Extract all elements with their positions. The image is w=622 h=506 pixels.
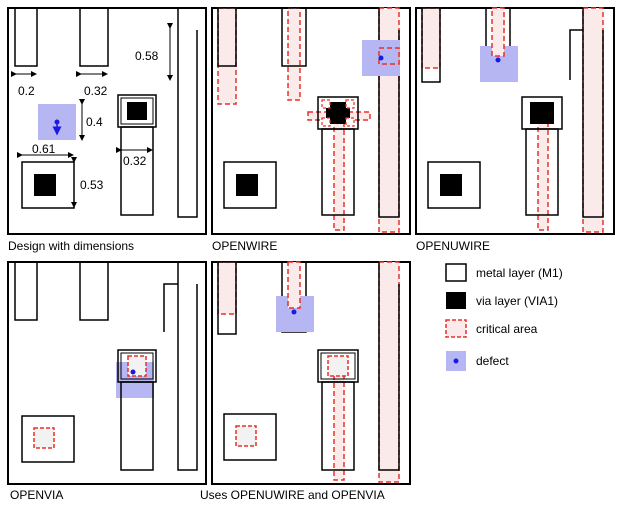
panel-frame (415, 7, 615, 235)
defect-dot (130, 369, 136, 375)
critical-area (321, 117, 331, 127)
metal-wire (14, 7, 38, 67)
metal-pad (21, 415, 75, 463)
legend-critical-label: critical area (476, 322, 538, 336)
via (530, 102, 554, 124)
metal-pad-inner (320, 352, 356, 380)
panel-frame (211, 261, 411, 485)
critical-area (287, 7, 301, 101)
legend-critical-swatch (445, 319, 467, 338)
metal-wire (79, 7, 109, 67)
critical-area (491, 7, 505, 57)
metal-wire (79, 261, 109, 321)
metal-wire (525, 128, 559, 216)
metal-wire (14, 261, 38, 321)
via (440, 174, 462, 196)
legend-via-label: via layer (VIA1) (476, 294, 558, 308)
metal-wire (217, 7, 237, 67)
legend: metal layer (M1) via layer (VIA1) critic… (445, 263, 563, 371)
critical-area (582, 7, 604, 233)
dim-label: 0.4 (86, 115, 103, 129)
metal-wire (321, 128, 355, 216)
defect-dot (378, 55, 384, 61)
metal-wire (217, 261, 237, 335)
metal-pad (223, 161, 277, 209)
critical-area (378, 261, 400, 483)
caption-openvia: OPENVIA (10, 488, 63, 502)
metal-wire-long (378, 8, 400, 218)
caption-design: Design with dimensions (8, 239, 134, 253)
caption-openwire: OPENWIRE (212, 239, 277, 253)
metal-wire-long (177, 262, 198, 471)
metal-wire-long (163, 283, 178, 332)
dim-label: 0.58 (135, 49, 159, 63)
critical-area (345, 117, 355, 127)
via-critical (33, 427, 55, 449)
panel-frame (211, 7, 411, 235)
dim-label: 0.61 (32, 142, 56, 156)
critical-area (217, 7, 237, 105)
metal-pad (223, 413, 277, 461)
via (34, 174, 56, 196)
panel-openvia (7, 261, 207, 485)
legend-metal-label: metal layer (M1) (476, 266, 563, 280)
critical-area (421, 7, 441, 69)
critical-area (333, 107, 345, 231)
critical-area (321, 99, 331, 109)
metal-pad-inner (120, 97, 154, 125)
critical-area (287, 261, 301, 309)
via (127, 102, 147, 120)
panel-openuwire (415, 7, 615, 235)
via (326, 102, 350, 124)
metal-wire (120, 381, 154, 471)
via-critical (327, 355, 349, 377)
defect-dot (453, 358, 459, 364)
defect-dot (291, 309, 297, 315)
metal-wire (321, 381, 355, 471)
caption-openuwire: OPENUWIRE (416, 239, 490, 253)
via-critical (235, 425, 257, 447)
metal-wire (281, 7, 307, 67)
legend-via-swatch (446, 292, 466, 309)
metal-wire-long (378, 262, 400, 471)
metal-pad (427, 161, 481, 209)
metal-wire-long (177, 8, 198, 218)
metal-wire (421, 7, 441, 83)
via (236, 174, 258, 196)
via-critical (127, 355, 147, 377)
dim-label: 0.32 (84, 84, 108, 98)
metal-wire-long (569, 29, 583, 80)
critical-area (537, 115, 549, 231)
dim-label: 0.2 (18, 84, 35, 98)
panel-combined (211, 261, 411, 485)
panel-design: 0.2 0.32 0.58 0.4 0.61 0.53 0.32 (7, 7, 207, 235)
metal-wire (120, 126, 154, 216)
caption-combined: Uses OPENUWIRE and OPENVIA (200, 488, 385, 502)
critical-area (217, 261, 237, 315)
legend-metal-swatch (445, 263, 467, 282)
critical-area (345, 99, 355, 109)
dim-label: 0.53 (80, 178, 104, 192)
defect-dot (495, 57, 501, 63)
panel-openwire (211, 7, 411, 235)
critical-area (378, 47, 400, 65)
dim-label: 0.32 (123, 154, 147, 168)
metal-pad-inner (120, 352, 154, 380)
critical-area (333, 367, 345, 481)
metal-wire-long (582, 8, 604, 218)
legend-defect-label: defect (476, 354, 509, 368)
